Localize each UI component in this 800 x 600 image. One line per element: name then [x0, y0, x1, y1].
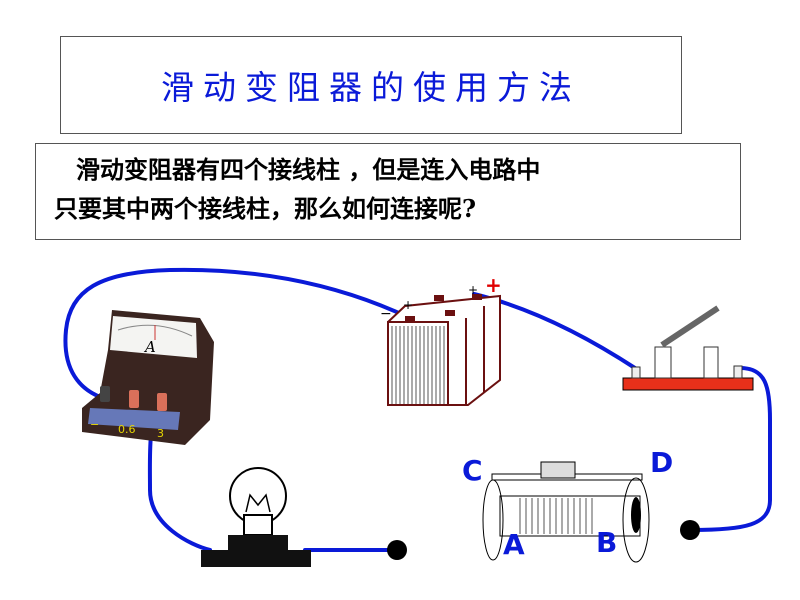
rheostat-label-a: A — [503, 528, 525, 561]
ammeter: A − 0.6 3 — [82, 310, 214, 445]
terminal-dot-left[interactable] — [387, 540, 407, 560]
rheostat[interactable]: C D A B — [462, 446, 673, 563]
question-text: 滑动变阻器有四个接线柱 ，但是连入电路中 只要其中两个接线柱，那么如何连接呢? — [54, 150, 722, 228]
wire-ammeter-battery — [63, 267, 412, 400]
battery-plus-label: + — [403, 298, 413, 312]
ammeter-terminal-0.6: 0.6 — [118, 423, 136, 436]
terminal-dot-right[interactable] — [680, 520, 700, 540]
wire-switch-terminal — [690, 366, 772, 532]
question-line-1: 滑动变阻器有四个接线柱 ，但是连入电路中 — [76, 155, 541, 184]
ammeter-terminal-3: 3 — [157, 427, 164, 440]
light-bulb — [201, 467, 311, 567]
rheostat-label-b: B — [596, 526, 617, 559]
title-box: 滑动变阻器的使用方法 — [60, 36, 682, 134]
ammeter-symbol: A — [143, 338, 156, 356]
ammeter-terminal-minus: − — [90, 418, 99, 431]
question-line-2: 只要其中两个接线柱，那么如何连接呢? — [54, 194, 477, 223]
battery-positive-sign: + — [485, 273, 502, 297]
battery: − + + + — [380, 273, 502, 406]
question-box: 滑动变阻器有四个接线柱 ，但是连入电路中 只要其中两个接线柱，那么如何连接呢? — [35, 143, 741, 240]
battery-plus-label-2: + — [468, 283, 478, 297]
rheostat-label-d: D — [650, 446, 673, 479]
slide-title: 滑动变阻器的使用方法 — [161, 68, 581, 107]
battery-minus-label: − — [380, 306, 392, 322]
knife-switch[interactable] — [622, 305, 754, 391]
rheostat-label-c: C — [462, 454, 483, 487]
